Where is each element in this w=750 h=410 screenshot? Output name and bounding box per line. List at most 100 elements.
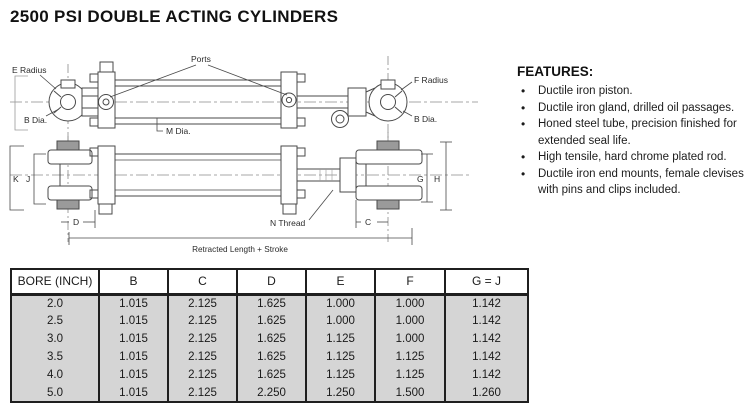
cell-bore: 2.0 bbox=[10, 294, 99, 312]
col-header-c: C bbox=[167, 269, 237, 296]
cell-b: 1.015 bbox=[98, 294, 168, 312]
cell-bore: 5.0 bbox=[10, 384, 99, 402]
cell-f: 1.125 bbox=[374, 348, 445, 366]
spec-table-header-row: BORE (INCH) B C D E F G = J bbox=[10, 269, 528, 296]
features-heading: FEATURES: bbox=[517, 64, 594, 79]
cylinder-diagram: E Radius Ports F Radius B Dia. B Dia. M … bbox=[0, 42, 505, 266]
cell-b: 1.015 bbox=[98, 330, 168, 348]
label-retracted-length: Retracted Length + Stroke bbox=[192, 245, 288, 254]
right-fork-top-plate bbox=[355, 149, 423, 165]
table-row: 2.0 1.015 2.125 1.625 1.000 1.000 1.142 bbox=[10, 294, 528, 312]
collar-side bbox=[339, 157, 357, 193]
cell-f: 1.000 bbox=[374, 312, 445, 330]
tie-rod-nut-tr bbox=[296, 73, 306, 83]
left-eye-spoke1 bbox=[53, 90, 62, 98]
cell-gj: 1.142 bbox=[444, 366, 528, 384]
left-clevis-eye-inner bbox=[60, 94, 76, 110]
feature-item: Honed steel tube, precision finished for… bbox=[517, 116, 749, 149]
b-dia-left-leader bbox=[45, 108, 60, 117]
b-dia-right-leader bbox=[402, 110, 413, 117]
left-clevis-eye-outer bbox=[48, 82, 88, 122]
table-row: 2.5 1.015 2.125 1.625 1.000 1.000 1.142 bbox=[10, 312, 528, 330]
cell-d: 1.625 bbox=[236, 312, 306, 330]
right-eye-top-tab bbox=[380, 79, 396, 90]
cell-c: 2.125 bbox=[167, 348, 237, 366]
left-cap-side bbox=[97, 145, 116, 205]
cell-f: 1.125 bbox=[374, 366, 445, 384]
tie-rod-nut-br bbox=[296, 117, 306, 127]
table-row: 4.0 1.015 2.125 1.625 1.125 1.125 1.142 bbox=[10, 366, 528, 384]
page-title: 2500 PSI DOUBLE ACTING CYLINDERS bbox=[10, 7, 339, 26]
table-row: 3.5 1.015 2.125 1.625 1.125 1.125 1.142 bbox=[10, 348, 528, 366]
right-clevis-eye-inner bbox=[380, 94, 396, 110]
cell-f: 1.000 bbox=[374, 330, 445, 348]
spec-table: BORE (INCH) B C D E F G = J 2.0 1.015 2.… bbox=[10, 268, 529, 403]
cell-f: 1.500 bbox=[374, 384, 445, 402]
cell-gj: 1.142 bbox=[444, 330, 528, 348]
label-h: H bbox=[434, 174, 440, 184]
right-pin-head-bottom bbox=[376, 199, 400, 210]
feature-item: Ductile iron gland, drilled oil passages… bbox=[517, 100, 749, 117]
features-list: Ductile iron piston. Ductile iron gland,… bbox=[517, 83, 749, 199]
nut-side-tl bbox=[89, 147, 99, 157]
cell-e: 1.250 bbox=[305, 384, 375, 402]
cell-e: 1.125 bbox=[305, 330, 375, 348]
cell-bore: 3.5 bbox=[10, 348, 99, 366]
cell-b: 1.015 bbox=[98, 384, 168, 402]
e-radius-leader bbox=[39, 74, 57, 90]
ports-leader-left bbox=[109, 64, 197, 98]
feature-item: High tensile, hard chrome plated rod. bbox=[517, 149, 749, 166]
cell-e: 1.125 bbox=[305, 366, 375, 384]
f-radius-leader bbox=[400, 81, 413, 91]
right-port-circle bbox=[281, 92, 297, 108]
nut-side-tr bbox=[296, 147, 306, 157]
port-boss-circle-inner bbox=[335, 114, 345, 124]
left-pin-head-bottom bbox=[56, 199, 80, 210]
right-cap-side bbox=[280, 145, 298, 205]
cell-d: 1.625 bbox=[236, 330, 306, 348]
cell-gj: 1.142 bbox=[444, 294, 528, 312]
right-port-hole bbox=[285, 96, 293, 104]
cell-c: 2.125 bbox=[167, 312, 237, 330]
port-boss-circle-outer bbox=[331, 110, 349, 128]
right-eye-spoke1 bbox=[394, 90, 403, 98]
label-b-dia-left: B Dia. bbox=[24, 115, 47, 125]
features-panel: FEATURES: Ductile iron piston. Ductile i… bbox=[517, 64, 749, 199]
n-thread-leader bbox=[308, 189, 334, 221]
cell-d: 1.625 bbox=[236, 366, 306, 384]
label-j: J bbox=[26, 174, 30, 184]
label-d: D bbox=[73, 217, 79, 227]
col-header-bore: BORE (INCH) bbox=[10, 269, 99, 296]
cell-bore: 2.5 bbox=[10, 312, 99, 330]
ports-leader-right bbox=[207, 64, 288, 96]
right-fork-bottom-plate bbox=[355, 185, 423, 201]
cell-d: 1.625 bbox=[236, 348, 306, 366]
left-eye-top-tab bbox=[60, 79, 76, 89]
label-e-radius: E Radius bbox=[12, 65, 47, 75]
rod-clevis-arm-bottom bbox=[365, 111, 376, 117]
e-radius-bracket bbox=[14, 75, 28, 131]
left-port-boss-side bbox=[98, 203, 113, 215]
nut-side-br bbox=[296, 189, 306, 199]
rod-clevis-collar bbox=[347, 87, 367, 117]
right-eye-spoke2 bbox=[394, 106, 403, 114]
cell-b: 1.015 bbox=[98, 366, 168, 384]
cell-c: 2.125 bbox=[167, 330, 237, 348]
cell-bore: 3.0 bbox=[10, 330, 99, 348]
label-n-thread: N Thread bbox=[270, 218, 306, 228]
cell-f: 1.000 bbox=[374, 294, 445, 312]
label-b-dia-right: B Dia. bbox=[414, 114, 437, 124]
j-dim-bracket bbox=[33, 153, 46, 205]
k-dim-bracket bbox=[9, 145, 24, 211]
table-row: 3.0 1.015 2.125 1.625 1.125 1.000 1.142 bbox=[10, 330, 528, 348]
col-header-e: E bbox=[305, 269, 375, 296]
tie-rod-nut-tl bbox=[89, 73, 99, 83]
label-m-dia: M Dia. bbox=[166, 126, 191, 136]
cylinder-diagram-svg: E Radius Ports F Radius B Dia. B Dia. M … bbox=[9, 54, 478, 254]
cell-b: 1.015 bbox=[98, 348, 168, 366]
cell-d: 1.625 bbox=[236, 294, 306, 312]
col-header-gj: G = J bbox=[444, 269, 528, 296]
table-row: 5.0 1.015 2.125 2.250 1.250 1.500 1.260 bbox=[10, 384, 528, 402]
cell-gj: 1.142 bbox=[444, 348, 528, 366]
